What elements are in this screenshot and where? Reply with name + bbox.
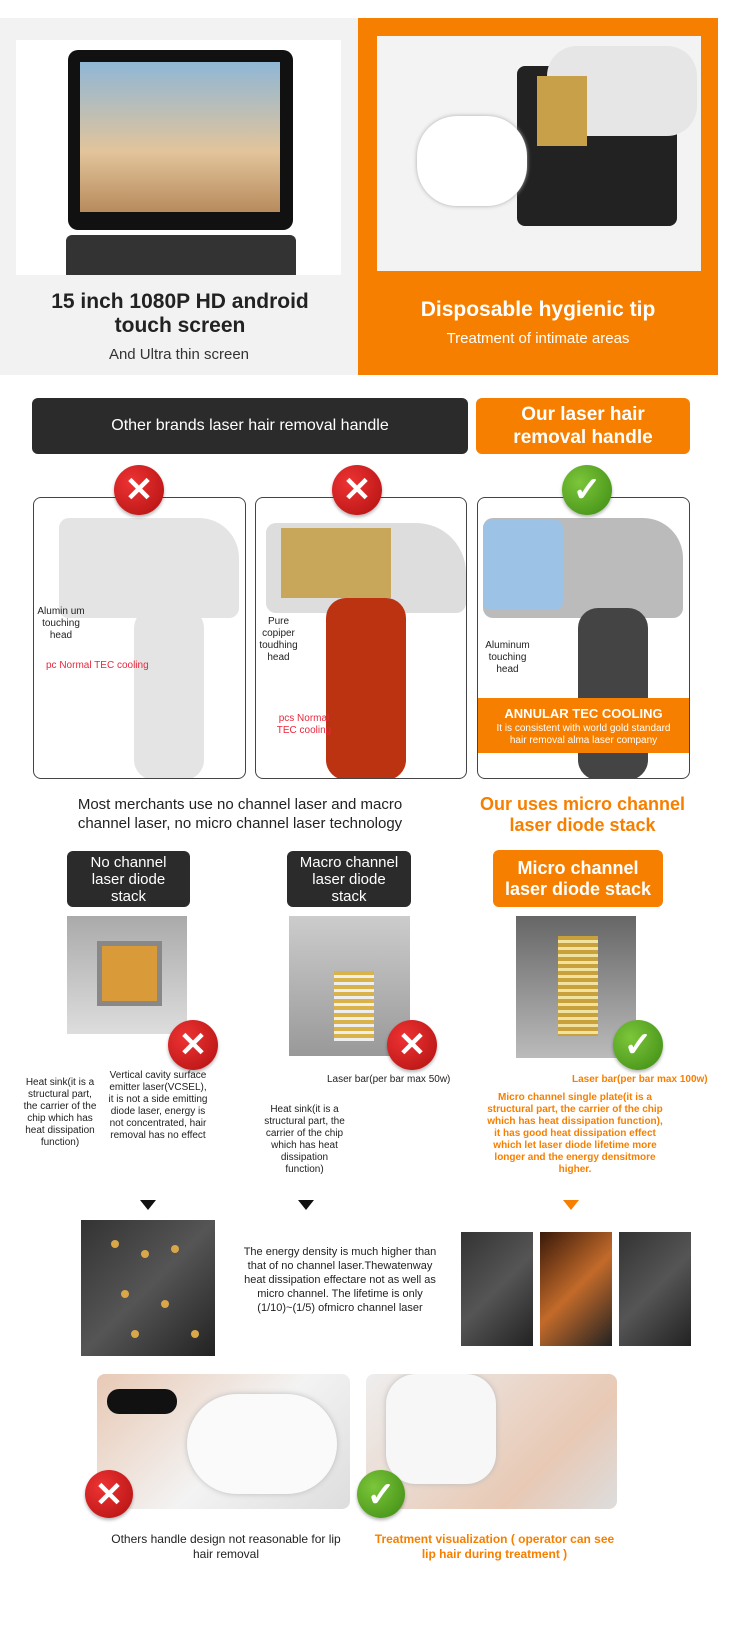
skin-burn-photo (81, 1220, 215, 1356)
macro-channel-photo (289, 916, 410, 1056)
check-icon: ✓ (613, 1020, 663, 1070)
stack-title-macro-channel: Macro channel laser diode stack (287, 851, 411, 907)
check-icon: ✓ (562, 465, 612, 515)
screen-photo (16, 40, 341, 275)
tip-photo (377, 36, 701, 271)
macro-laserbar-label: Laser bar(per bar max 50w) (327, 1074, 451, 1085)
micro-laserbar-label: Laser bar(per bar max 100w) (572, 1074, 708, 1085)
result-photo-2 (540, 1232, 612, 1346)
panel1-label1: Alumin um touching head (37, 606, 85, 641)
others-handle-panel-2: Pure copiper toudhing head pcs Normal TE… (255, 497, 467, 779)
tip-subtitle: Treatment of intimate areas (446, 330, 630, 347)
panel3-label1: Aluminum touching head (485, 640, 530, 675)
no-channel-vcsel-label: Vertical cavity surface emitter laser(VC… (108, 1070, 208, 1141)
panel1-label2: pc Normal TEC cooling (46, 660, 149, 671)
no-channel-heatsink-label: Heat sink(it is a structural part, the c… (23, 1077, 97, 1148)
stack-title-no-channel: No channel laser diode stack (67, 851, 190, 907)
micro-plate-label: Micro channel single plate(it is a struc… (487, 1092, 663, 1175)
feature-tip-panel: Disposable hygienic tip Treatment of int… (358, 18, 718, 375)
macro-heatsink-label: Heat sink(it is a structural part, the c… (264, 1104, 345, 1175)
others-lip-photo (97, 1374, 350, 1509)
macro-result-text: The energy density is much higher than t… (243, 1246, 437, 1314)
cross-icon: ✕ (332, 465, 382, 515)
stack-title-micro-channel: Micro channel laser diode stack (493, 850, 663, 907)
result-photo-1 (461, 1232, 533, 1346)
cross-icon: ✕ (387, 1020, 437, 1070)
cross-icon: ✕ (85, 1470, 133, 1518)
arrow-down-icon (140, 1200, 156, 1210)
ours-lip-photo (366, 1374, 617, 1509)
ours-header: Our laser hair removal handle (476, 398, 690, 454)
panel2-label1: Pure copiper toudhing head (259, 616, 298, 663)
ours-caption: Our uses micro channel laser diode stack (479, 794, 686, 835)
arrow-down-icon (298, 1200, 314, 1210)
others-header: Other brands laser hair removal handle (32, 398, 468, 454)
others-caption: Most merchants use no channel laser and … (77, 796, 403, 832)
others-lip-caption: Others handle design not reasonable for … (111, 1532, 341, 1561)
screen-title: 15 inch 1080P HD android touch screen (51, 290, 309, 337)
feature-screen-panel: 15 inch 1080P HD android touch screen An… (0, 18, 358, 375)
annular-banner: ANNULAR TEC COOLING It is consistent wit… (478, 698, 689, 753)
panel2-label2: pcs Normal TEC cooling (276, 713, 332, 736)
others-handle-panel-1: Alumin um touching head pc Normal TEC co… (33, 497, 246, 779)
cross-icon: ✕ (168, 1020, 218, 1070)
arrow-down-icon (563, 1200, 579, 1210)
ours-handle-panel: Aluminum touching head ANNULAR TEC COOLI… (477, 497, 690, 779)
check-icon: ✓ (357, 1470, 405, 1518)
cross-icon: ✕ (114, 465, 164, 515)
screen-subtitle: And Ultra thin screen (108, 346, 250, 363)
ours-lip-caption: Treatment visualization ( operator can s… (374, 1532, 615, 1561)
result-photo-3 (619, 1232, 691, 1346)
tip-title: Disposable hygienic tip (420, 298, 656, 321)
annular-banner-title: ANNULAR TEC COOLING (504, 706, 663, 721)
annular-banner-text: It is consistent with world gold standar… (496, 723, 671, 746)
no-channel-photo (67, 916, 187, 1034)
